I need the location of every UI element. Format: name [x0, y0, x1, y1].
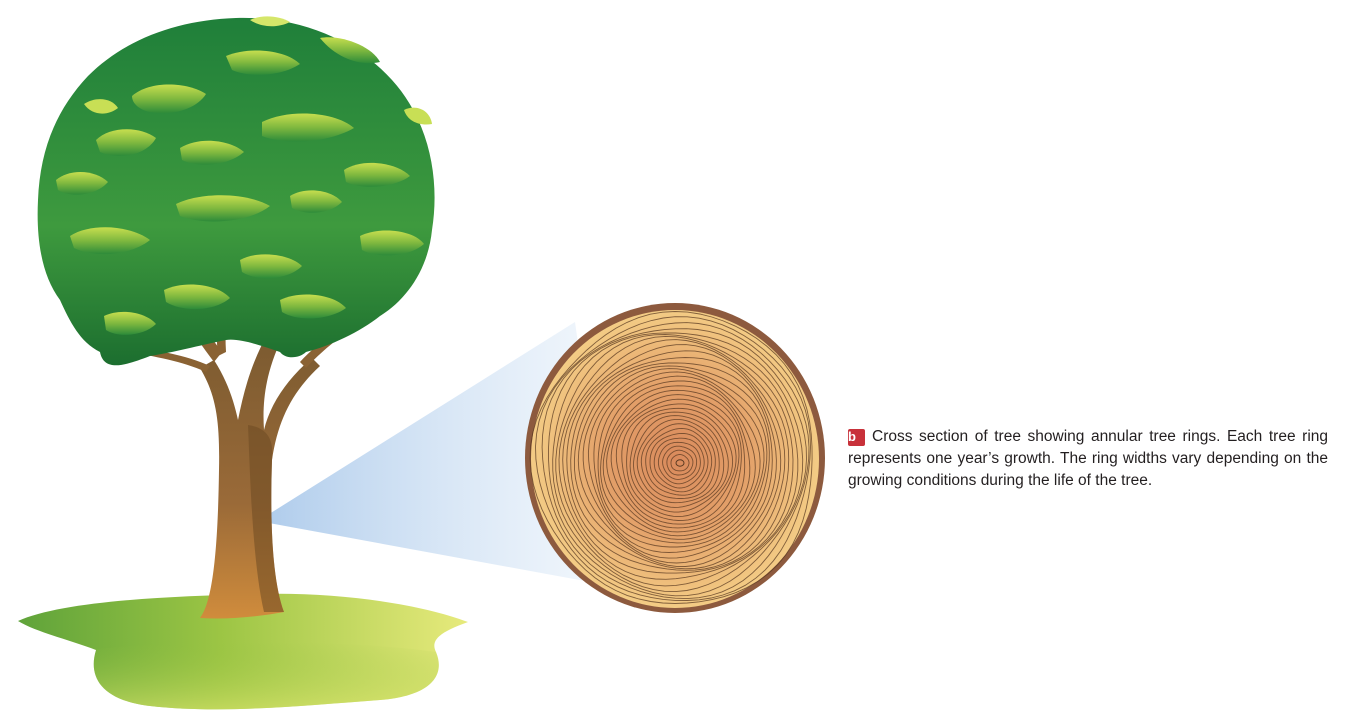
- growth-ring: [566, 344, 786, 571]
- growth-ring: [577, 362, 773, 564]
- growth-ring: [535, 316, 811, 601]
- growth-ring: [558, 335, 794, 580]
- growth-ring: [657, 441, 701, 485]
- growth-ring: [662, 445, 698, 480]
- growth-ring: [573, 357, 777, 567]
- growth-ring: [633, 415, 725, 508]
- growth-ring: [653, 437, 705, 489]
- growth-ring: [626, 407, 734, 518]
- growth-ring: [593, 371, 765, 548]
- growth-ring: [615, 398, 740, 525]
- tree-canopy: [37, 16, 435, 366]
- panel-label-badge: b: [848, 429, 865, 446]
- growth-ring: [597, 375, 761, 544]
- growth-ring: [541, 322, 810, 600]
- growth-ring: [610, 394, 742, 529]
- growth-ring: [602, 385, 751, 537]
- growth-ring: [629, 411, 729, 513]
- growth-ring: [562, 339, 790, 574]
- projection-beam: [258, 322, 612, 586]
- growth-ring: [570, 350, 782, 570]
- growth-ring: [548, 328, 807, 597]
- growth-ring: [552, 332, 804, 593]
- growth-ring: [645, 427, 713, 496]
- tree-cross-section: [525, 303, 825, 613]
- figure-caption: b Cross section of tree showing annular …: [848, 426, 1328, 492]
- growth-ring: [621, 403, 737, 521]
- growth-ring: [640, 423, 716, 499]
- pith: [675, 459, 685, 467]
- caption-text: Cross section of tree showing annular tr…: [848, 428, 1328, 489]
- ground: [18, 593, 468, 710]
- growth-ring: [666, 449, 694, 476]
- growth-ring: [587, 368, 768, 553]
- growth-ring: [529, 311, 813, 604]
- growth-ring: [649, 432, 709, 493]
- annual-rings: [529, 311, 813, 604]
- growth-ring: [606, 389, 746, 533]
- growth-ring: [670, 454, 690, 472]
- growth-ring: [600, 380, 756, 540]
- growth-ring: [555, 334, 799, 587]
- growth-ring: [582, 365, 770, 559]
- growth-ring: [636, 418, 720, 504]
